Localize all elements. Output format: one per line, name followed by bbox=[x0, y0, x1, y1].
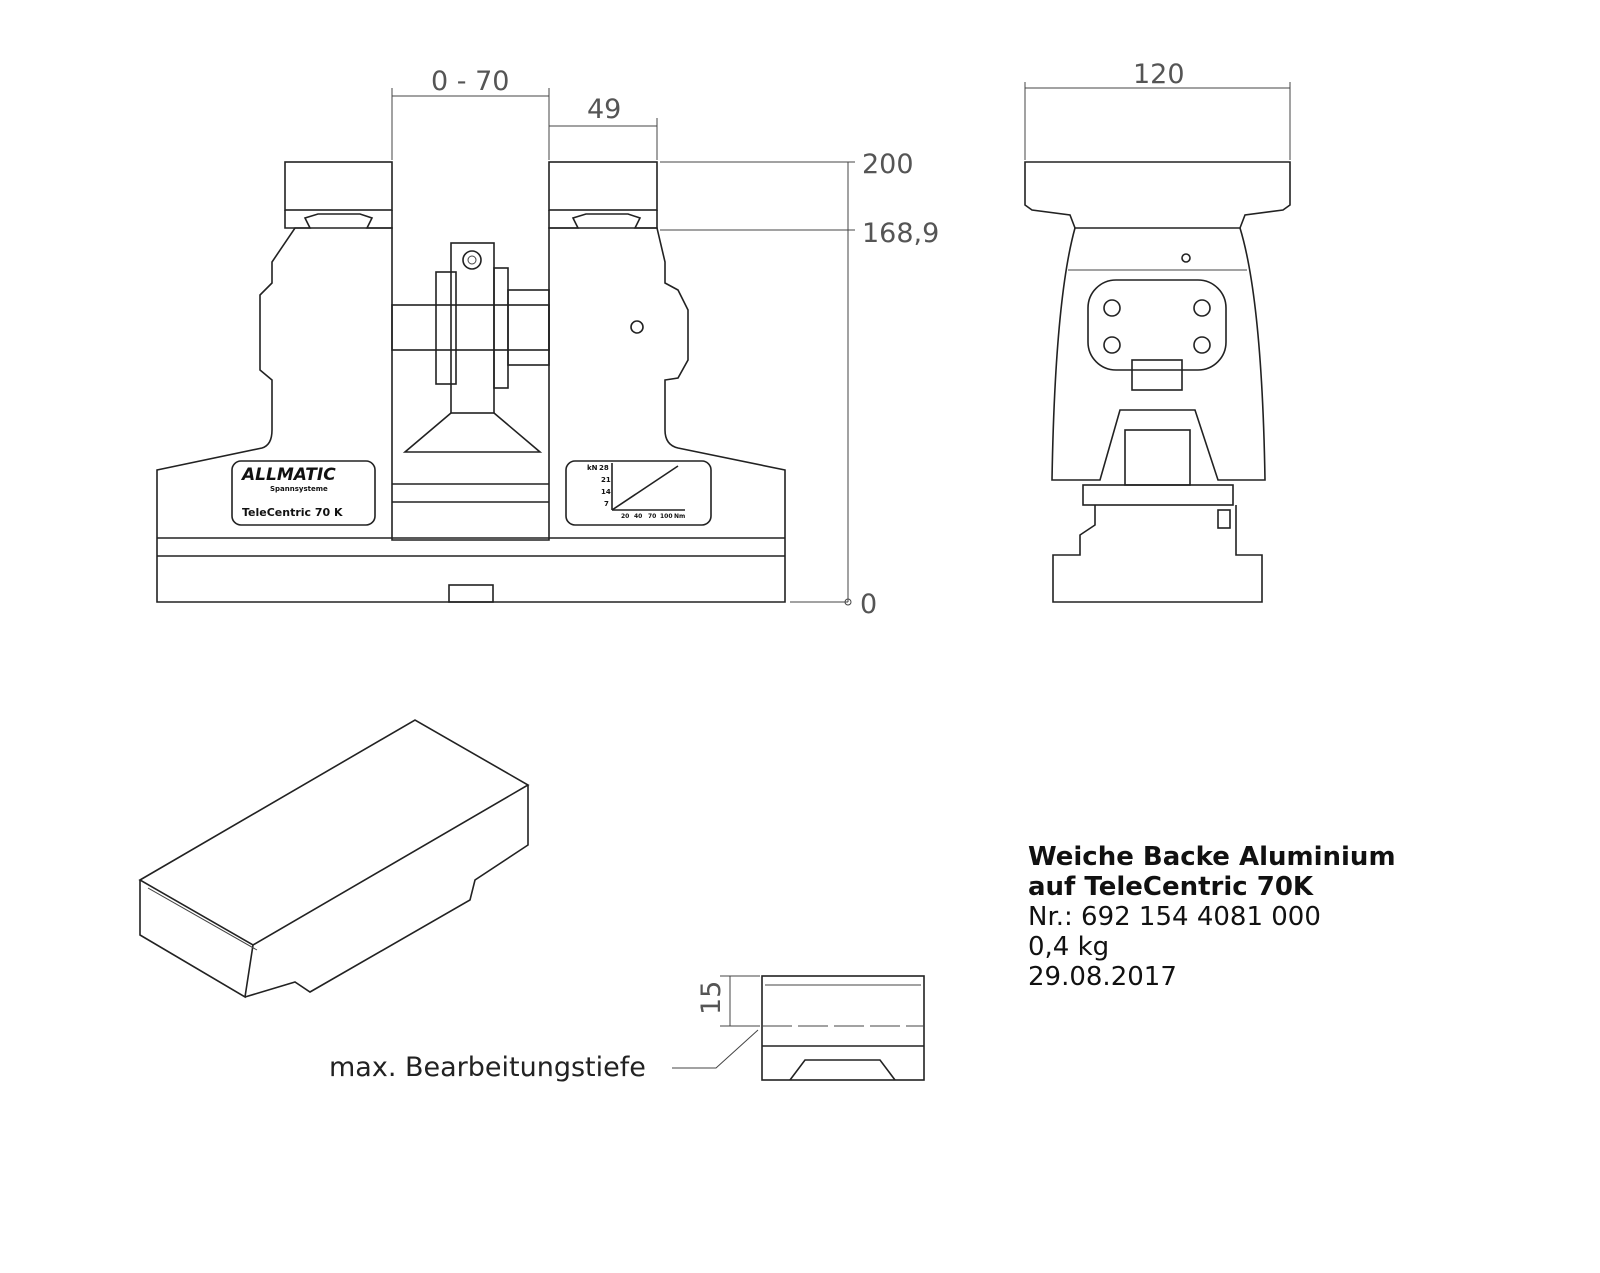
part-title-line1: Weiche Backe Aluminium bbox=[1028, 842, 1396, 872]
part-title-line2: auf TeleCentric 70K bbox=[1028, 872, 1314, 902]
dim-jaw-width: 49 bbox=[587, 94, 621, 125]
soft-jaw-section: 15 bbox=[672, 975, 925, 1081]
part-info: Weiche Backe Aluminium auf TeleCentric 7… bbox=[1028, 842, 1396, 992]
part-number: Nr.: 692 154 4081 000 bbox=[1028, 902, 1321, 932]
brand-subtitle: Spannsysteme bbox=[270, 485, 328, 493]
front-view: ALLMATIC Spannsysteme TeleCentric 70 K k… bbox=[156, 161, 786, 603]
dimensions-front: 0 - 70 49 200 168,9 0 bbox=[391, 66, 939, 620]
max-machining-depth-callout: max. Bearbeitungstiefe bbox=[329, 1052, 646, 1083]
dim-soft-jaw-depth: 15 bbox=[696, 981, 727, 1015]
model-label: TeleCentric 70 K bbox=[242, 506, 343, 519]
dim-side-width: 120 bbox=[1133, 59, 1185, 90]
dim-jaw-stroke: 0 - 70 bbox=[431, 66, 509, 97]
dim-height-jaw-seat: 168,9 bbox=[862, 218, 939, 249]
y-tick: 7 bbox=[604, 500, 609, 508]
x-unit: Nm bbox=[674, 513, 685, 520]
y-tick: 28 bbox=[599, 464, 609, 472]
drawing-date: 29.08.2017 bbox=[1028, 962, 1177, 992]
dim-height-top: 200 bbox=[862, 149, 914, 180]
brand-logo: ALLMATIC bbox=[240, 465, 336, 485]
x-tick: 20 bbox=[621, 513, 629, 520]
x-tick: 70 bbox=[648, 513, 656, 520]
dim-height-zero: 0 bbox=[860, 589, 877, 620]
x-tick: 100 bbox=[660, 513, 673, 520]
part-weight: 0,4 kg bbox=[1028, 932, 1110, 962]
y-tick: 21 bbox=[601, 476, 611, 484]
y-tick: 14 bbox=[601, 488, 611, 496]
y-unit: kN bbox=[587, 464, 598, 472]
iso-soft-jaw bbox=[138, 719, 530, 999]
x-tick: 40 bbox=[634, 513, 642, 520]
side-view: 120 bbox=[1024, 59, 1291, 603]
force-chart: kN 28 21 14 7 20 40 70 100 Nm bbox=[587, 463, 685, 520]
